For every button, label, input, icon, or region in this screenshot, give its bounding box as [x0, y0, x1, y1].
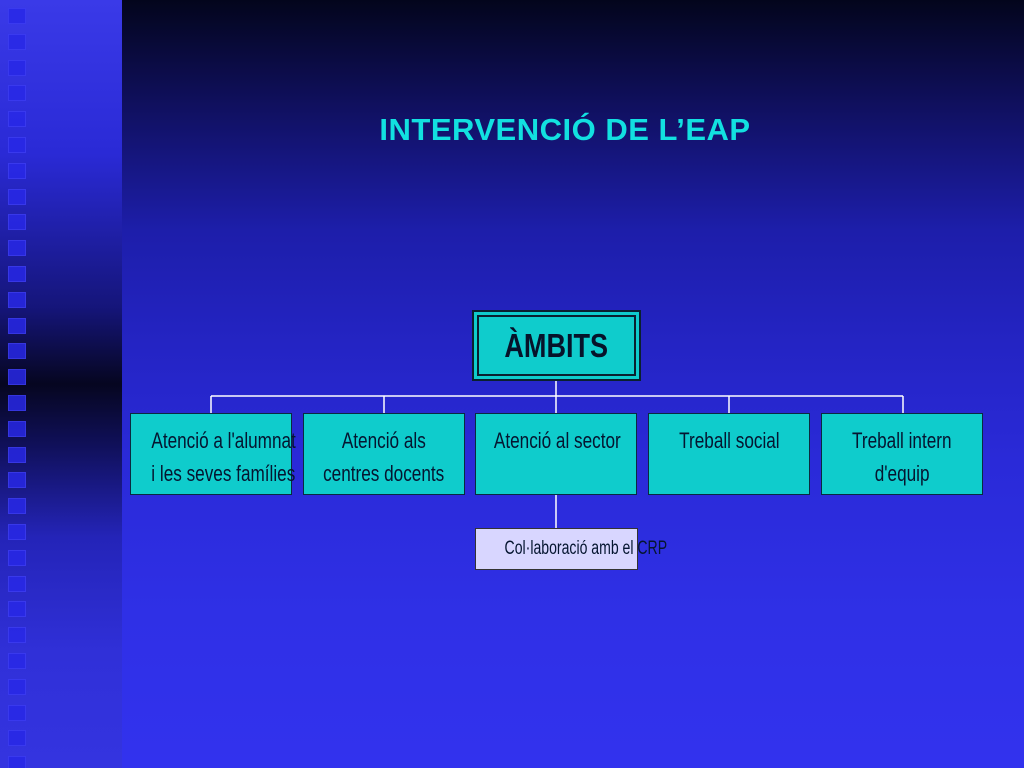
root-label: ÀMBITS — [504, 326, 609, 364]
filmstrip-square — [8, 189, 26, 205]
box-collaboracio-crp: Col·laboració amb el CRP — [475, 528, 667, 570]
filmstrip-square — [8, 292, 26, 308]
box-treball-social: Treball social — [648, 413, 810, 495]
filmstrip-square — [8, 679, 26, 695]
filmstrip-square — [8, 653, 26, 669]
filmstrip-square — [8, 266, 26, 282]
filmstrip-square — [8, 730, 26, 746]
slide-title: INTERVENCIÓ DE L’EAP — [379, 112, 751, 147]
filmstrip-square — [8, 498, 26, 514]
filmstrip-square — [8, 601, 26, 617]
filmstrip-square — [8, 34, 26, 50]
filmstrip-square — [8, 756, 26, 768]
sub-box-label: Col·laboració amb el CRP — [504, 538, 668, 559]
filmstrip-square — [8, 395, 26, 411]
box-treball-intern: Treball intern d'equip — [821, 413, 983, 495]
filmstrip-square — [8, 472, 26, 488]
filmstrip-square — [8, 137, 26, 153]
filmstrip-square — [8, 111, 26, 127]
left-decorative-band — [0, 0, 122, 768]
box-label-line2: centres docents — [323, 461, 445, 486]
filmstrip-square — [8, 550, 26, 566]
root-box-ambits: ÀMBITS — [472, 310, 641, 381]
box-label-line1: Atenció als — [342, 428, 426, 453]
box-atencio-sector: Atenció al sector — [475, 413, 637, 495]
filmstrip-square — [8, 627, 26, 643]
filmstrip-square — [8, 447, 26, 463]
filmstrip-square — [8, 421, 26, 437]
filmstrip-square — [8, 8, 26, 24]
box-label-line2: i les seves famílies — [151, 461, 296, 486]
filmstrip-square — [8, 369, 26, 385]
box-label-line1: Treball intern — [852, 428, 952, 453]
filmstrip-square — [8, 163, 26, 179]
box-atencio-centres: Atenció als centres docents — [303, 413, 465, 495]
filmstrip-squares — [8, 0, 26, 768]
filmstrip-square — [8, 576, 26, 592]
filmstrip-square — [8, 214, 26, 230]
box-label-line1: Treball social — [678, 428, 780, 453]
filmstrip-square — [8, 318, 26, 334]
box-label-line2: d'equip — [874, 461, 930, 486]
filmstrip-square — [8, 240, 26, 256]
filmstrip-square — [8, 524, 26, 540]
filmstrip-square — [8, 60, 26, 76]
filmstrip-square — [8, 85, 26, 101]
box-atencio-alumnat: Atenció a l'alumnat i les seves famílies — [130, 413, 296, 495]
filmstrip-square — [8, 705, 26, 721]
filmstrip-square — [8, 343, 26, 359]
box-label-line1: Atenció a l'alumnat — [151, 428, 296, 453]
box-label-line1: Atenció al sector — [493, 428, 621, 453]
